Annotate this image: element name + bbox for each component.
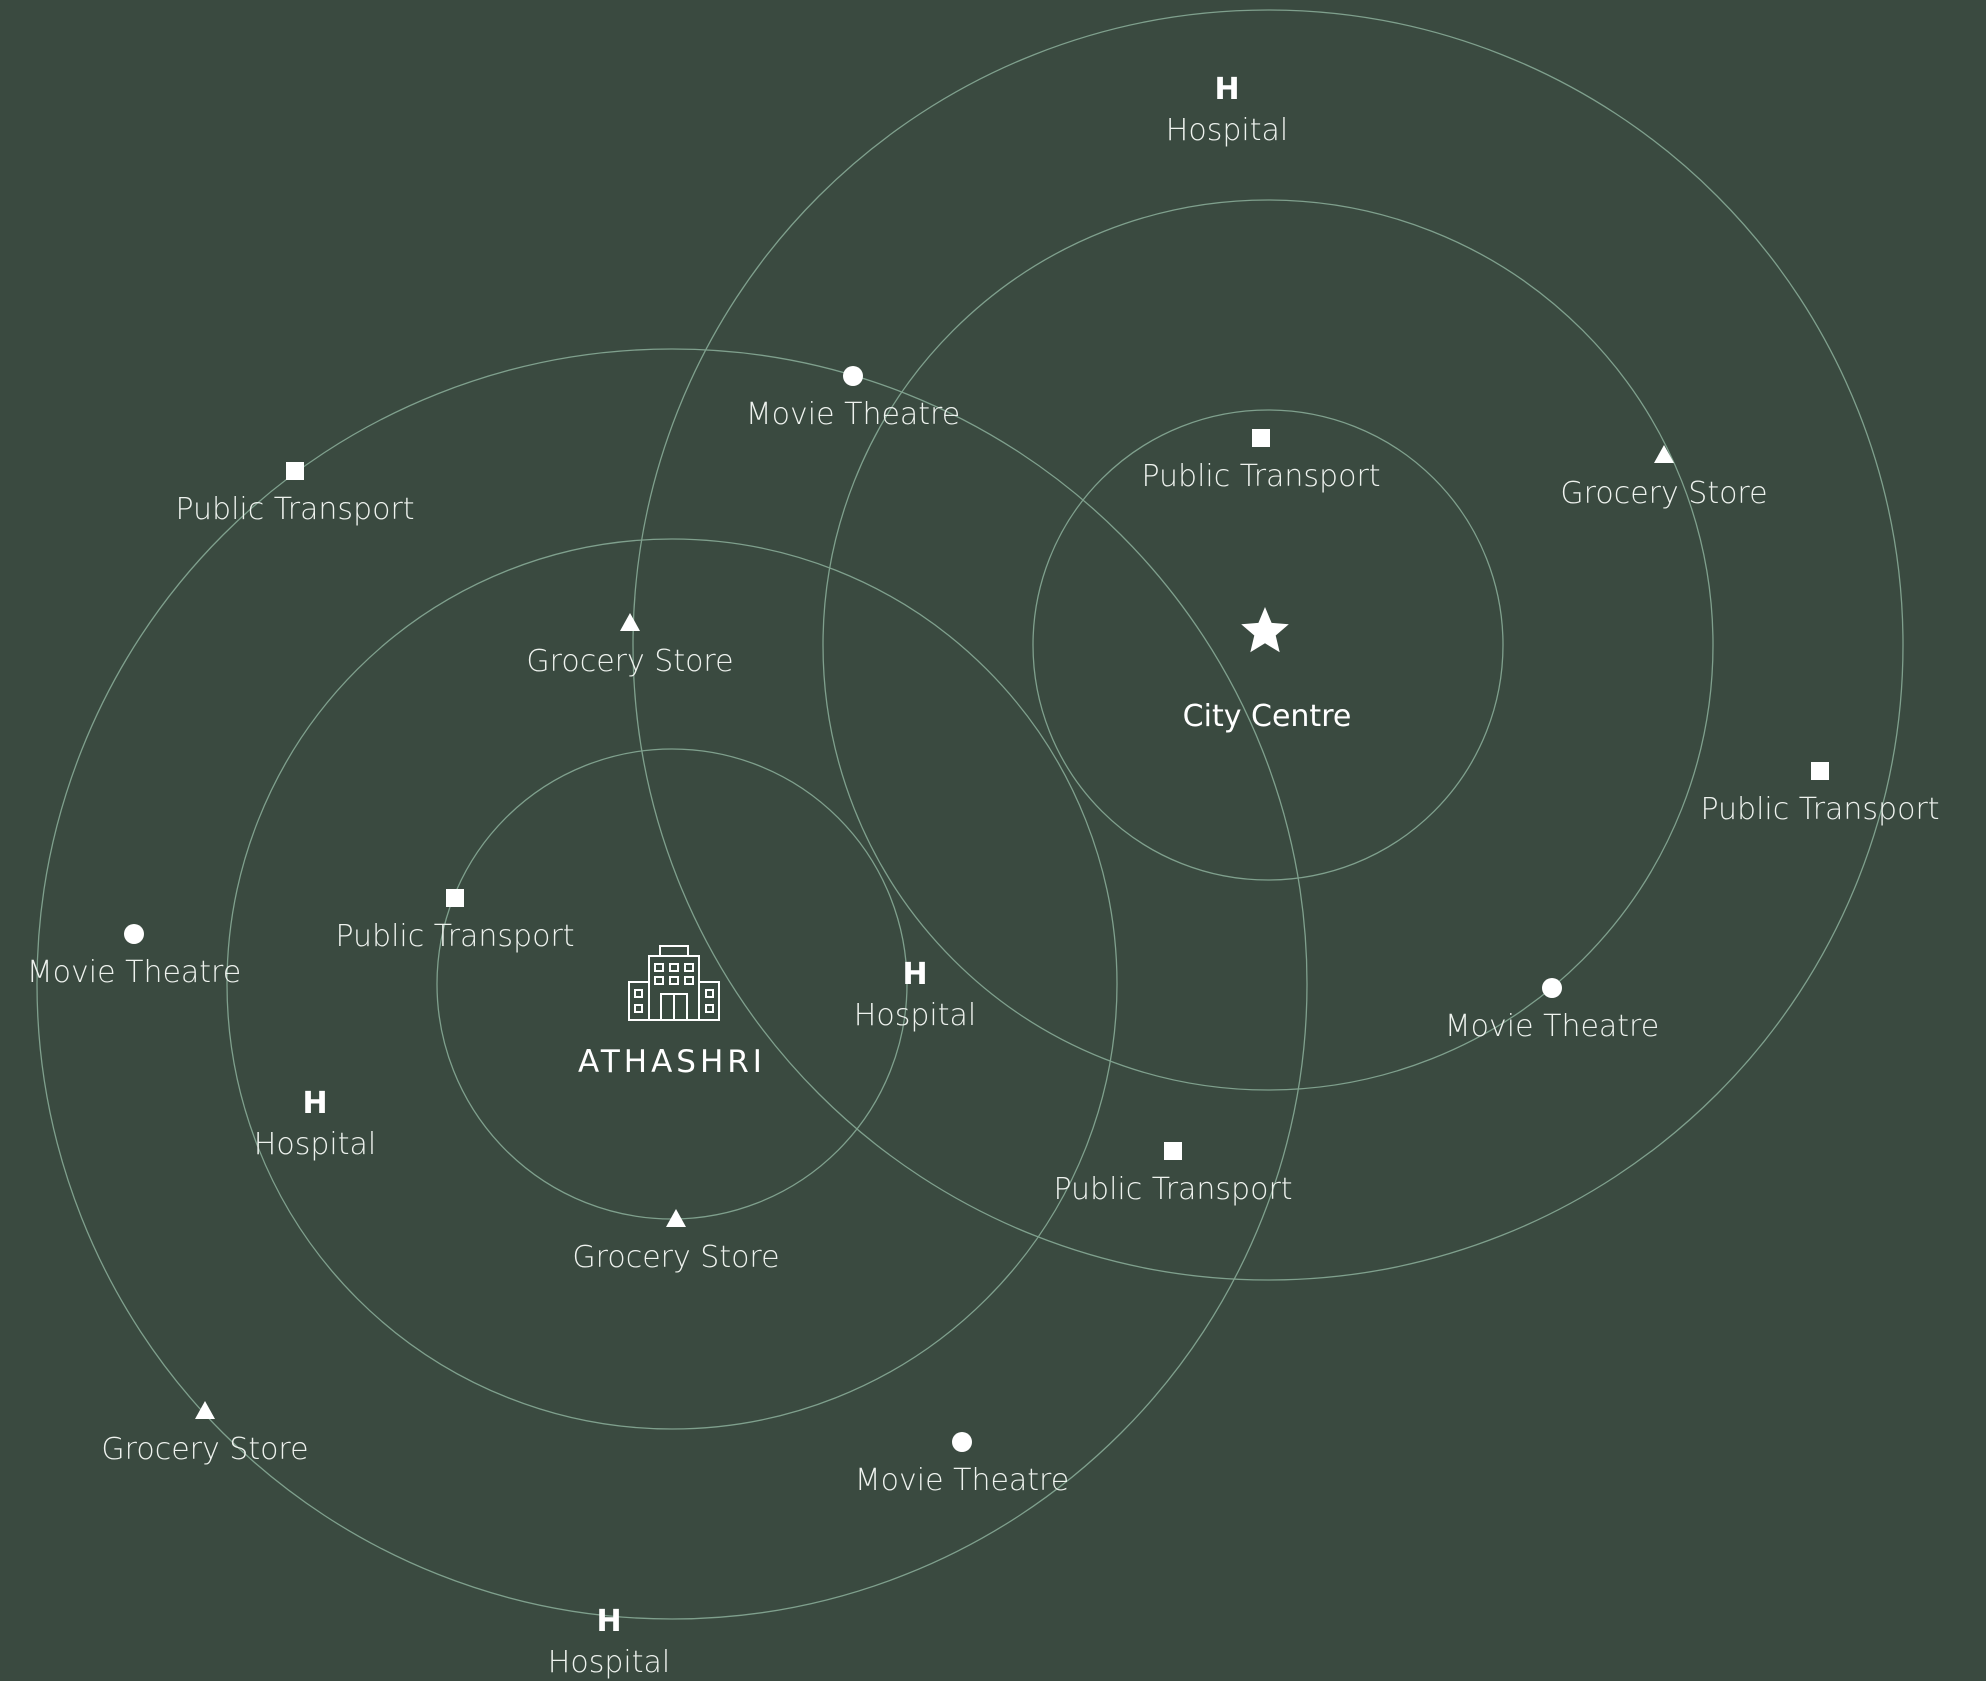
place-label: Movie Theatre: [855, 1463, 1069, 1498]
place-grocery: Grocery Store: [572, 1209, 780, 1275]
place-movie: Movie Theatre: [746, 366, 960, 432]
place-label: Movie Theatre: [1445, 1009, 1659, 1044]
square-icon: [286, 462, 304, 480]
city-centre-label: City Centre: [1183, 699, 1352, 734]
athashri-hub: ATHASHRI: [578, 945, 766, 1080]
h-icon: H: [302, 1086, 327, 1121]
triangle-icon: [1654, 445, 1674, 463]
city-ring-inner: [1032, 409, 1504, 881]
place-label: Public Transport: [1700, 792, 1939, 827]
place-label: Hospital: [1166, 113, 1288, 148]
city-centre-rings: [632, 9, 1904, 1281]
circle-icon: [843, 366, 863, 386]
city-ring-middle: [822, 199, 1714, 1091]
circle-icon: [1542, 978, 1562, 998]
city-ring-outer: [632, 9, 1904, 1281]
square-icon: [1252, 429, 1270, 447]
place-label: Public Transport: [175, 492, 414, 527]
city-centre-hub: City Centre: [1183, 607, 1352, 734]
place-label: Grocery Store: [572, 1240, 779, 1275]
place-movie: Movie Theatre: [1445, 978, 1659, 1044]
square-icon: [446, 889, 464, 907]
place-hospital: H Hospital: [548, 1604, 670, 1680]
place-hospital: H Hospital: [854, 957, 976, 1033]
place-grocery: Grocery Store: [101, 1401, 309, 1467]
place-label: Public Transport: [1053, 1172, 1292, 1207]
athashri-ring-outer: [36, 348, 1308, 1620]
star-icon: [1241, 607, 1289, 653]
circle-icon: [952, 1432, 972, 1452]
place-label: Hospital: [254, 1127, 376, 1162]
place-label: Hospital: [548, 1645, 670, 1680]
triangle-icon: [620, 613, 640, 631]
place-transport: Public Transport: [1053, 1142, 1293, 1207]
h-icon: H: [1214, 72, 1239, 107]
circle-icon: [124, 924, 144, 944]
building-icon: [628, 945, 720, 1021]
place-transport: Public Transport: [175, 462, 415, 527]
place-hospital: H Hospital: [1166, 72, 1288, 148]
place-label: Hospital: [854, 998, 976, 1033]
square-icon: [1811, 762, 1829, 780]
place-movie: Movie Theatre: [27, 924, 241, 990]
place-label: Grocery Store: [101, 1432, 308, 1467]
place-label: Grocery Store: [526, 644, 733, 679]
place-grocery: Grocery Store: [526, 613, 734, 679]
place-label: Movie Theatre: [746, 397, 960, 432]
athashri-label: ATHASHRI: [578, 1044, 766, 1080]
square-icon: [1164, 1142, 1182, 1160]
place-movie: Movie Theatre: [855, 1432, 1069, 1498]
h-icon: H: [902, 957, 927, 992]
place-transport: Public Transport: [1700, 762, 1940, 827]
place-hospital: H Hospital: [254, 1086, 376, 1162]
place-label: Grocery Store: [1560, 476, 1767, 511]
place-label: Movie Theatre: [27, 955, 241, 990]
triangle-icon: [195, 1401, 215, 1419]
h-icon: H: [596, 1604, 621, 1639]
place-label: Public Transport: [335, 919, 574, 954]
athashri-ring-middle: [226, 538, 1118, 1430]
place-label: Public Transport: [1141, 459, 1380, 494]
triangle-icon: [666, 1209, 686, 1227]
place-transport: Public Transport: [335, 889, 575, 954]
place-transport: Public Transport: [1141, 429, 1381, 494]
place-grocery: Grocery Store: [1560, 445, 1768, 511]
